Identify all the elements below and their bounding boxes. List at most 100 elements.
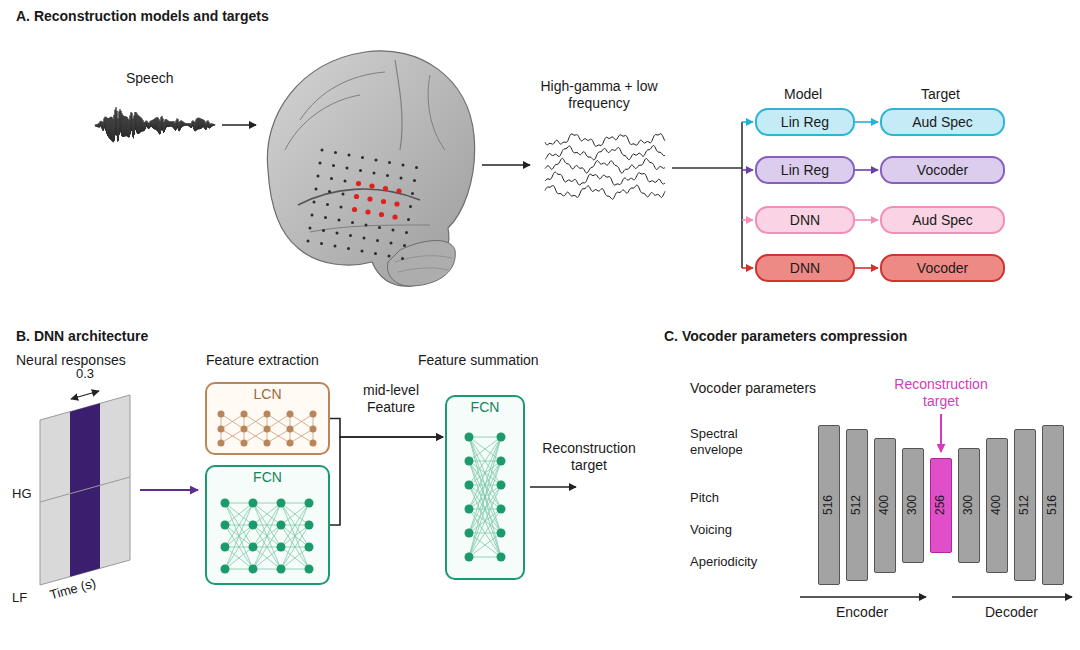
speech-waveform <box>95 107 215 142</box>
network-unit <box>221 521 230 530</box>
network-link <box>281 547 309 569</box>
layer-bar: 516 <box>818 425 840 585</box>
layer-size: 512 <box>850 495 863 515</box>
network-unit <box>465 553 474 562</box>
electrode <box>342 193 345 196</box>
layer-bar: 256 <box>930 458 952 553</box>
brain-gyrus <box>300 72 385 120</box>
network-unit <box>305 499 314 508</box>
output-label: Reconstruction target <box>532 440 646 474</box>
electrode <box>347 247 350 250</box>
electrode <box>334 245 337 248</box>
network-unit <box>249 499 258 508</box>
network-unit <box>497 481 506 490</box>
flow-arrow <box>222 124 256 126</box>
electrode-grid <box>307 149 419 261</box>
network-link <box>253 547 281 569</box>
network-link <box>469 509 501 557</box>
group-label: Vocoder parameters <box>690 380 816 397</box>
network-unit <box>277 543 286 552</box>
local-link <box>244 414 267 429</box>
network-unit <box>305 565 314 574</box>
arrow-connector <box>855 169 878 171</box>
branch-arrow <box>742 121 753 123</box>
network-link <box>225 503 253 525</box>
box-label: Aud Spec <box>912 114 973 131</box>
layer-bar: 300 <box>902 448 924 563</box>
response-plane <box>40 395 130 585</box>
electrode <box>374 252 377 255</box>
electrode <box>340 206 343 209</box>
network-unit <box>465 529 474 538</box>
local-link <box>221 429 244 443</box>
local-unit <box>287 440 294 447</box>
branch-arrow <box>742 267 753 269</box>
electrode <box>411 192 414 195</box>
target-box: Vocoder <box>880 254 1005 282</box>
layer-size: 256 <box>934 495 947 515</box>
stage-label: Feature summation <box>418 352 539 369</box>
band-label: LF <box>12 590 27 606</box>
electrode <box>313 201 316 204</box>
neural-trace <box>545 172 665 185</box>
split-line <box>672 167 742 169</box>
box-label: DNN <box>790 260 820 277</box>
network-link <box>281 547 309 569</box>
electrode <box>407 218 410 221</box>
electrode <box>402 164 405 167</box>
layer-bar: 512 <box>846 429 868 581</box>
network-unit <box>305 543 314 552</box>
band-label: HG <box>12 486 32 502</box>
network-unit <box>249 565 258 574</box>
stage-label: Decoder <box>985 604 1038 621</box>
electrode <box>338 219 341 222</box>
electrode <box>388 255 391 258</box>
local-link <box>267 414 290 429</box>
electrode <box>354 194 359 199</box>
network-link <box>469 485 501 557</box>
electrode <box>309 227 312 230</box>
local-unit <box>310 426 317 433</box>
electrode <box>376 239 379 242</box>
box-label: Lin Reg <box>781 162 829 179</box>
box-label: Vocoder <box>917 162 968 179</box>
electrode <box>332 164 335 167</box>
network-link <box>281 503 309 525</box>
network-link <box>469 437 501 533</box>
electrode <box>311 214 314 217</box>
network-unit <box>497 433 506 442</box>
stage-label: Neural responses <box>16 352 126 369</box>
electrode <box>403 244 406 247</box>
local-link <box>290 414 313 429</box>
box-title: FCN <box>253 469 282 486</box>
electrode <box>359 169 362 172</box>
local-unit <box>310 411 317 418</box>
split-line <box>741 122 743 268</box>
electrode <box>367 196 372 201</box>
local-unit <box>264 440 271 447</box>
network-link <box>281 503 309 569</box>
flow-arrow <box>482 164 530 166</box>
network-unit <box>277 565 286 574</box>
electrode <box>363 237 366 240</box>
electrode <box>409 205 412 208</box>
electrode <box>383 186 388 191</box>
network-link <box>225 547 253 569</box>
network-unit <box>277 521 286 530</box>
electrode <box>379 212 384 217</box>
electrode <box>375 159 378 162</box>
local-link <box>290 414 313 429</box>
local-unit <box>241 440 248 447</box>
window-width-arrow <box>71 391 99 399</box>
local-link <box>267 414 290 429</box>
electrode <box>405 231 408 234</box>
electrode <box>400 177 403 180</box>
box-label: Lin Reg <box>781 114 829 131</box>
fcn-box: FCN <box>445 395 525 580</box>
brain <box>267 51 474 286</box>
electrode <box>317 175 320 178</box>
arrow-connector <box>330 437 443 525</box>
network-link <box>469 437 501 461</box>
target-box: Aud Spec <box>880 206 1005 234</box>
neural-trace <box>545 145 665 160</box>
